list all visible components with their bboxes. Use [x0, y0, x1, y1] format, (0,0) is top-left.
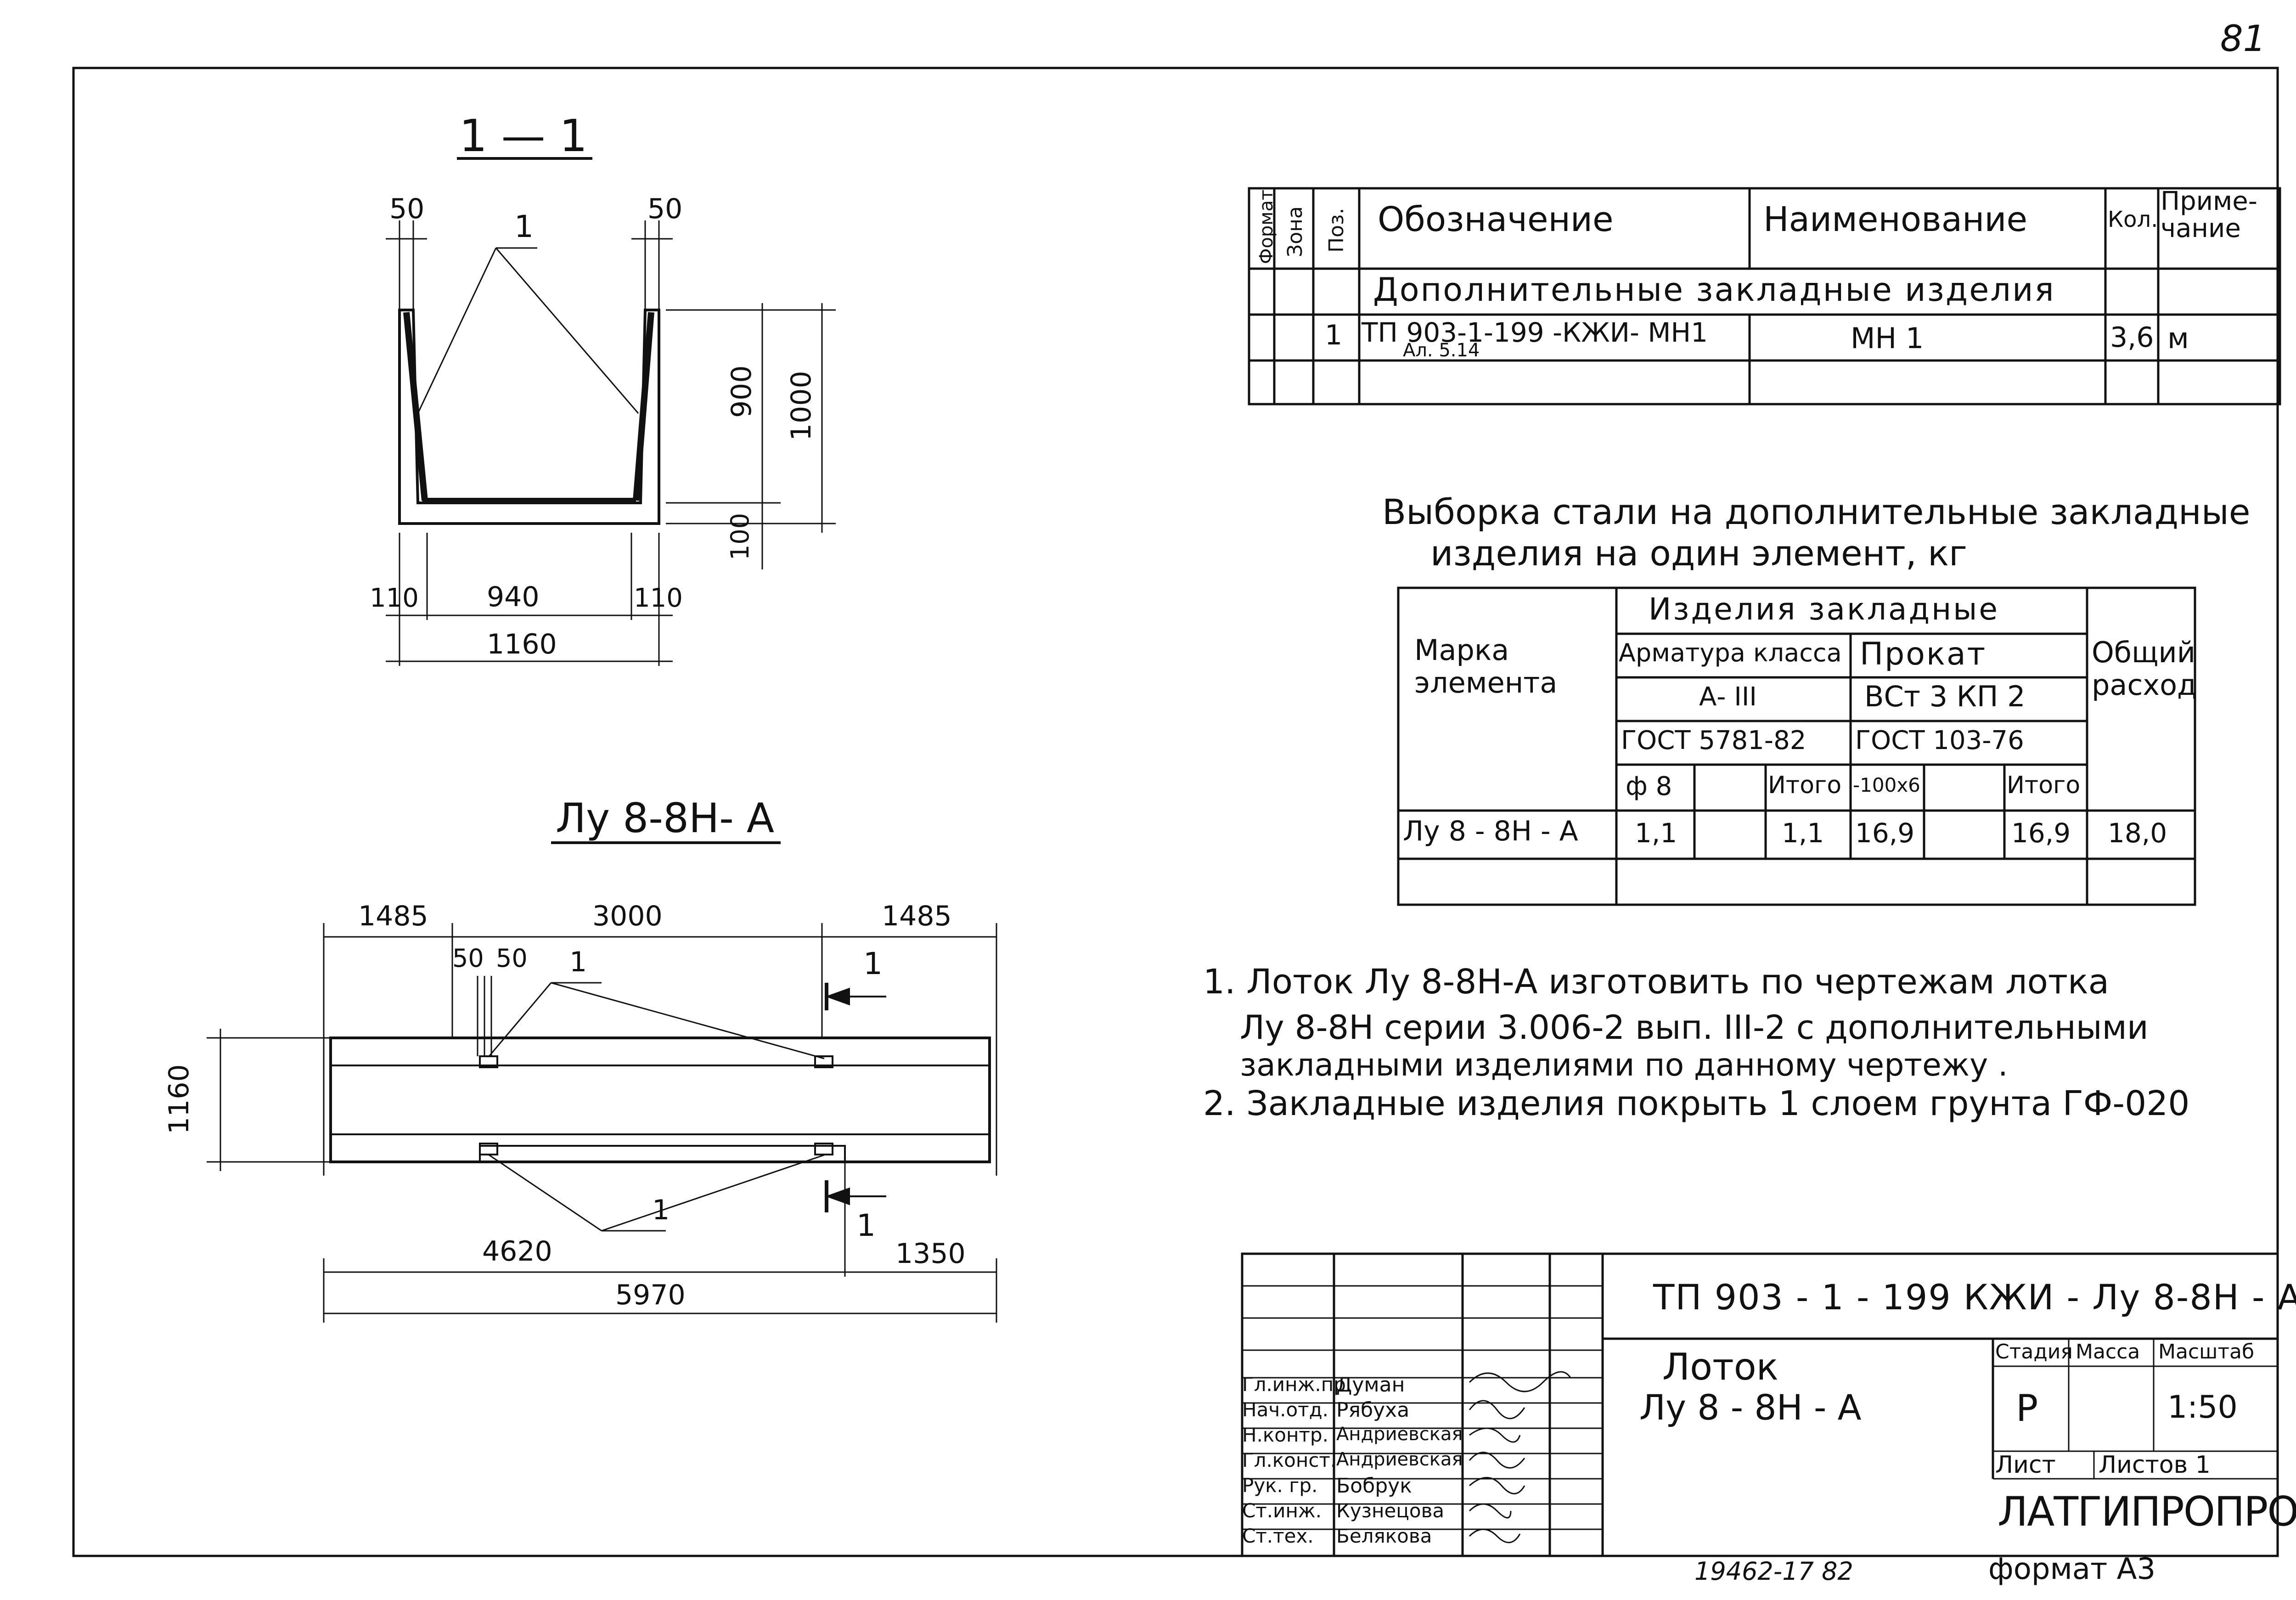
bottom-numbers: 19462-17 82	[1694, 1557, 1853, 1586]
steel-mark-header: Марка элемента	[1414, 633, 1558, 700]
spec-row1-designation: ТП 903-1-199 -КЖИ- МН1	[1362, 317, 1708, 348]
dim-1485-left: 1485	[358, 900, 428, 932]
spec-table-frame	[1248, 187, 2281, 406]
steel-embedded-header: Изделия закладные	[1649, 592, 1999, 627]
steel-table-frame	[1397, 586, 2196, 906]
dim-5970: 5970	[615, 1279, 686, 1311]
spec-row1-note: м	[2167, 321, 2189, 355]
dim-100: 100	[726, 513, 754, 560]
dim-4620: 4620	[482, 1235, 552, 1268]
steel-rebar-gost: ГОСТ 5781-82	[1621, 726, 1806, 755]
section-mark-bottom: 1	[856, 1208, 876, 1243]
steel-sub-itogo2: Итого	[2007, 772, 2081, 799]
dim-1485-right: 1485	[882, 900, 952, 932]
role-3: Гл.конст.	[1242, 1449, 1337, 1471]
spec-row1-sheet: Ал. 5.14	[1403, 340, 1480, 361]
steel-rolled-gost: ГОСТ 103-76	[1855, 726, 2024, 755]
section-label: 1 — 1	[459, 110, 588, 162]
steel-row-phi8: 1,1	[1635, 817, 1677, 849]
name-3: Андриевская	[1336, 1449, 1463, 1470]
stage-header: Стадия	[1995, 1340, 2073, 1363]
title-block-frame	[1241, 1252, 2279, 1557]
name-6: Белякова	[1336, 1525, 1432, 1547]
role-6: Ст.тех.	[1242, 1525, 1314, 1547]
spec-col-qty: Кол.	[2108, 207, 2158, 232]
stage-value: Р	[2016, 1387, 2038, 1430]
mass-header: Масса	[2076, 1340, 2140, 1363]
plan-callout-bottom: 1	[652, 1194, 670, 1226]
steel-title-line1: Выборка стали на дополнительные закладны…	[1382, 491, 2251, 532]
section-dim-1160: 1160	[487, 628, 557, 660]
format-label: формат А3	[1988, 1552, 2156, 1586]
spec-col-zone: Зона	[1283, 206, 1307, 257]
dim-3000: 3000	[592, 900, 663, 932]
spec-group-title: Дополнительные закладные изделия	[1373, 271, 2055, 309]
title-line-1: Лоток	[1662, 1346, 1778, 1388]
spec-row1-qty: 3,6	[2110, 321, 2154, 354]
sheet-label: Лист	[1995, 1451, 2056, 1479]
dim-50a: 50	[452, 944, 484, 973]
steel-sub-100x6: -100х6	[1853, 774, 1920, 796]
steel-rebar-class-value: А- III	[1699, 682, 1757, 712]
dim-110-left: 110	[370, 583, 419, 613]
title-line-2: Лу 8 - 8Н - А	[1639, 1387, 1862, 1428]
note-line-1: 1. Лоток Лу 8-8Н-А изготовить по чертежа…	[1203, 962, 2109, 1002]
note-line-3: закладными изделиями по данному чертежу …	[1240, 1047, 2008, 1083]
steel-row-mark: Лу 8 - 8Н - А	[1403, 815, 1578, 847]
name-2: Андриевская	[1336, 1424, 1463, 1445]
dim-50b: 50	[496, 944, 528, 973]
steel-rolled-grade: ВСт 3 КП 2	[1864, 680, 2026, 713]
plan-callout-top: 1	[569, 946, 587, 978]
role-4: Рук. гр.	[1242, 1474, 1318, 1497]
steel-rolled-header: Прокат	[1860, 636, 1987, 672]
plan-dim-1160: 1160	[163, 1064, 195, 1134]
name-0: Думан	[1336, 1373, 1405, 1397]
scale-value: 1:50	[2167, 1389, 2238, 1425]
steel-row-itogo1: 1,1	[1782, 817, 1824, 849]
dim-110-right: 110	[634, 583, 683, 613]
dim-940: 940	[487, 581, 540, 613]
name-1: Рябуха	[1336, 1398, 1410, 1422]
sheets-label: Листов 1	[2099, 1451, 2211, 1479]
page-number: 81	[2220, 18, 2266, 60]
spec-col-designation: Обозначение	[1378, 200, 1614, 239]
role-2: Н.контр.	[1242, 1424, 1328, 1446]
spec-col-pos: Поз.	[1325, 208, 1348, 253]
steel-row-itogo2: 16,9	[2011, 817, 2071, 849]
note-line-2: Лу 8-8Н серии 3.006-2 вып. III-2 с допол…	[1240, 1008, 2149, 1047]
steel-total-header: Общий расход	[2092, 636, 2197, 702]
dim-1350: 1350	[895, 1238, 966, 1270]
dim-900: 900	[726, 365, 758, 418]
org-name: ЛАТГИПРОПРОМ	[1998, 1488, 2296, 1535]
section-callout: 1	[514, 209, 534, 244]
tray-plan-outline	[329, 1037, 991, 1163]
spec-col-name: Наименование	[1763, 200, 2028, 239]
steel-row-100x6: 16,9	[1855, 817, 1915, 849]
dim-1000: 1000	[785, 371, 817, 441]
spec-row1-name: МН 1	[1851, 321, 1924, 355]
steel-sub-itogo1: Итого	[1768, 772, 1842, 799]
spec-row1-pos: 1	[1325, 319, 1343, 351]
dim-50-left: 50	[389, 193, 425, 225]
spec-col-format: Формат	[1256, 189, 1277, 264]
name-4: Бобрук	[1336, 1474, 1412, 1498]
steel-rebar-class-header: Арматура класса	[1619, 638, 1842, 667]
section-mark-top: 1	[863, 946, 883, 981]
note-line-4: 2. Закладные изделия покрыть 1 слоем гру…	[1203, 1084, 2190, 1123]
channel-section	[398, 309, 660, 525]
steel-row-total: 18,0	[2108, 817, 2167, 849]
role-1: Нач.отд.	[1242, 1398, 1329, 1421]
steel-title-line2: изделия на один элемент, кг	[1430, 533, 1967, 574]
sheet-frame	[72, 67, 2279, 1557]
scale-header: Масштаб	[2158, 1340, 2255, 1363]
plan-label: Лу 8-8Н- А	[556, 794, 775, 842]
role-0: Гл.инж.пр.	[1242, 1373, 1352, 1396]
dim-50-right: 50	[647, 193, 683, 225]
role-5: Ст.инж.	[1242, 1499, 1322, 1522]
name-5: Кузнецова	[1336, 1499, 1445, 1522]
doc-code: ТП 903 - 1 - 199 КЖИ - Лу 8-8Н - А	[1653, 1277, 2296, 1318]
spec-col-note: Приме-чание	[2161, 186, 2257, 243]
steel-sub-phi8: ф 8	[1626, 772, 1672, 801]
